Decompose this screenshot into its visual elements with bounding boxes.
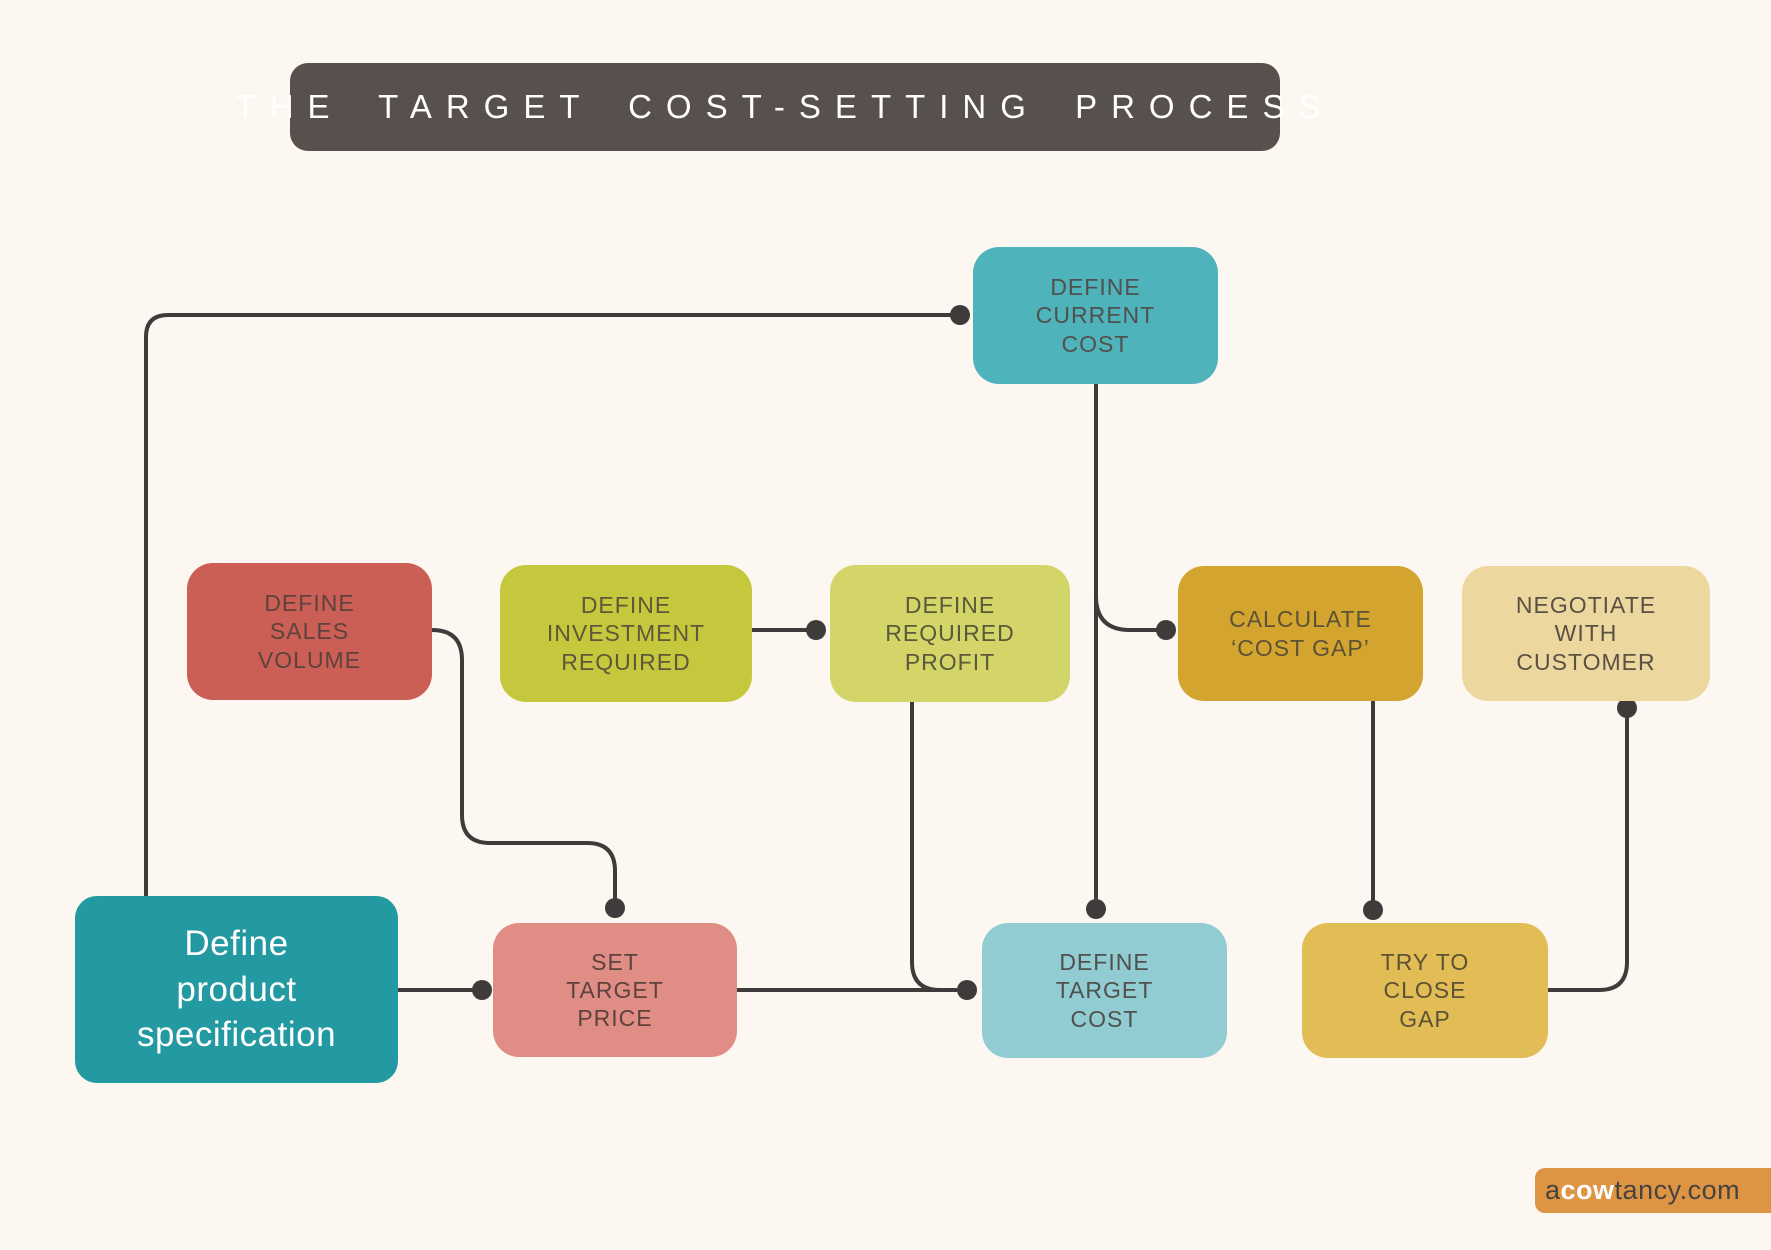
node-label: DEFINE INVESTMENT REQUIRED (546, 592, 706, 675)
connector-dot-close-gap-top (1363, 900, 1383, 920)
connector-dot-target-cost-top (1086, 899, 1106, 919)
node-label: DEFINE CURRENT COST (1035, 274, 1156, 357)
diagram-title-text: THE TARGET COST-SETTING PROCESS (235, 88, 1335, 125)
node-calculate-cost-gap: CALCULATE ‘COST GAP’ (1178, 566, 1423, 701)
brand-prefix: a (1545, 1175, 1561, 1205)
node-define-investment-required: DEFINE INVESTMENT REQUIRED (500, 565, 752, 702)
brand-suffix: tancy.com (1614, 1175, 1741, 1205)
node-define-product-specification: Define product specification (75, 896, 398, 1083)
connector-dot-current-cost (950, 305, 970, 325)
node-negotiate-with-customer: NEGOTIATE WITH CUSTOMER (1462, 566, 1710, 701)
node-set-target-price: SET TARGET PRICE (493, 923, 737, 1057)
connector-sales-volume-to-target-price (430, 628, 617, 900)
node-define-current-cost: DEFINE CURRENT COST (973, 247, 1218, 384)
node-define-sales-volume: DEFINE SALES VOLUME (187, 563, 432, 700)
connector-product-spec-to-current-cost (144, 313, 952, 898)
node-try-to-close-gap: TRY TO CLOSE GAP (1302, 923, 1548, 1058)
node-label: NEGOTIATE WITH CUSTOMER (1515, 592, 1657, 675)
node-label: DEFINE TARGET COST (1055, 949, 1154, 1032)
node-define-target-cost: DEFINE TARGET COST (982, 923, 1227, 1058)
node-label: SET TARGET PRICE (566, 948, 664, 1032)
node-label: Define product specification (136, 924, 337, 1055)
node-label: TRY TO CLOSE GAP (1380, 949, 1470, 1032)
connector-close-gap-to-negotiate (1546, 715, 1629, 992)
node-label: DEFINE SALES VOLUME (257, 590, 362, 673)
connector-dot-target-cost-left (957, 980, 977, 1000)
connector-dot-cost-gap (1156, 620, 1176, 640)
node-label: DEFINE REQUIRED PROFIT (885, 592, 1015, 675)
connector-dot-required-profit (806, 620, 826, 640)
connector-current-cost-to-cost-gap (1094, 594, 1158, 632)
node-define-required-profit: DEFINE REQUIRED PROFIT (830, 565, 1070, 702)
node-label: CALCULATE ‘COST GAP’ (1229, 606, 1372, 661)
connector-dot-target-price-left (472, 980, 492, 1000)
diagram-title-bar: THE TARGET COST-SETTING PROCESS (236, 63, 1320, 151)
connector-dot-negotiate-bottom (1617, 698, 1637, 718)
brand-highlight: cow (1560, 1175, 1615, 1205)
connector-dot-target-price-top (605, 898, 625, 918)
connector-required-profit-to-target-cost (910, 700, 958, 992)
